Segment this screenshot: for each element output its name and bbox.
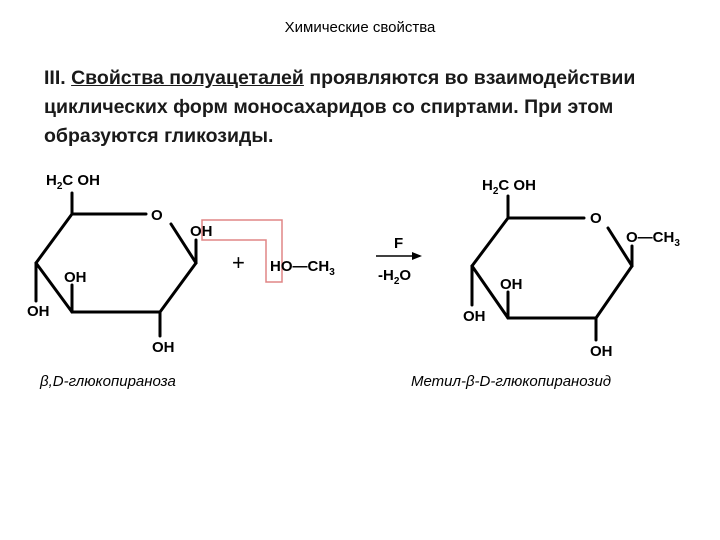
left-ch2oh-label: H2C OH: [46, 172, 100, 192]
methanol-label: HO—CH3: [270, 258, 335, 278]
water-elimination-highlight: [201, 219, 283, 283]
plus-sign: +: [232, 250, 245, 275]
left-glucopyranose: H2C OH O OH OH OH OH: [27, 172, 213, 356]
caption-right-beta: β: [465, 373, 475, 390]
reaction-arrow: [376, 252, 422, 260]
left-oh-c4: OH: [27, 303, 50, 320]
left-oh-c2: OH: [152, 339, 175, 356]
right-ch2oh-label: H2C OH: [482, 177, 536, 197]
caption-right-prefix: Метил-: [411, 373, 466, 390]
caption-glucopyranoside: Метил-β-D-глюкопиранозид: [411, 373, 611, 390]
right-ring-bonds: [470, 194, 634, 342]
water-loss-label: -H2O: [378, 267, 411, 287]
left-oh-c3: OH: [64, 269, 87, 286]
slide-title: Химические свойства: [284, 19, 436, 36]
intro-paragraph: III. Свойства полуацеталей проявляются в…: [44, 64, 684, 151]
intro-numeral: III.: [44, 67, 72, 89]
catalyst-label: F: [394, 235, 403, 252]
intro-underlined-term: Свойства полуацеталей: [71, 67, 304, 89]
left-ring-bonds: [34, 191, 198, 338]
right-oh-c3: OH: [500, 276, 523, 293]
right-oh-c2: OH: [590, 343, 613, 360]
right-ring-oxygen: O: [590, 210, 602, 227]
right-och3-label: O—CH3: [626, 229, 680, 249]
caption-left-text: ,D-глюкопираноза: [48, 373, 176, 390]
caption-right-text: -D-глюкопиранозид: [474, 373, 612, 390]
left-ring-oxygen: O: [151, 207, 163, 224]
caption-left-beta: β: [40, 373, 49, 390]
caption-glucopyranose: β,D-глюкопираноза: [40, 373, 176, 390]
intro-rest: проявляются во взаимодействии циклически…: [44, 67, 636, 147]
right-glucopyranoside: H2C OH O O—CH3 OH OH OH: [463, 177, 680, 360]
right-oh-c4: OH: [463, 308, 486, 325]
